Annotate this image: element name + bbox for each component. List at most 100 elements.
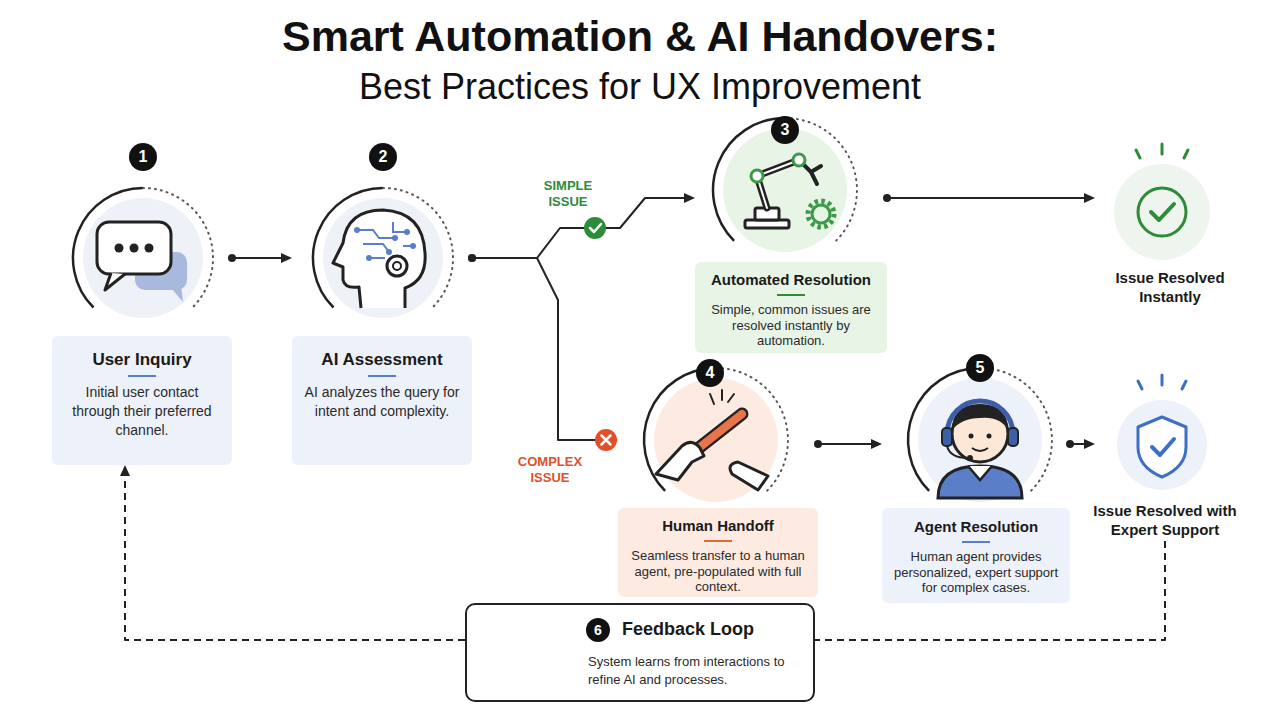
step-heading: Human Handoff	[662, 517, 774, 535]
feedback-box: Feedback LoopSystem learns from interact…	[465, 603, 815, 702]
illustration-part	[386, 249, 392, 255]
result-text-wrap: Issue Resolved Instantly	[1095, 268, 1245, 306]
connector	[883, 193, 1095, 203]
callout-number: 5	[966, 354, 994, 382]
illustration-part	[757, 160, 799, 208]
step-node: AI AssessmentAI analyzes the query for i…	[292, 180, 472, 465]
callout-number: 1	[129, 143, 157, 171]
step-heading: AI Assessment	[321, 350, 442, 370]
illustration-part	[410, 243, 416, 249]
illustration-part	[808, 201, 834, 227]
illustration-part	[972, 448, 988, 451]
connector	[228, 253, 292, 263]
edge-label: SIMPLE ISSUE	[536, 178, 600, 210]
arrow-head	[1084, 193, 1095, 203]
arrow-head	[120, 465, 130, 476]
arrow-head	[281, 253, 292, 263]
illustration-part	[83, 198, 203, 318]
connector-dot	[468, 254, 476, 262]
cross-badge	[595, 429, 617, 451]
icon-ring	[313, 188, 453, 318]
text-panel: Automated ResolutionSimple, common issue…	[695, 262, 887, 353]
illustration-part	[97, 222, 171, 274]
illustration-part	[987, 434, 992, 439]
illustration-part	[656, 442, 704, 480]
icon-ring	[73, 188, 213, 318]
illustration-part	[393, 262, 401, 270]
illustration-part	[710, 390, 734, 404]
connector-line	[125, 474, 465, 640]
connector-dot	[814, 440, 822, 448]
step-node: Agent ResolutionHuman agent provides per…	[882, 355, 1070, 603]
callout-number: 4	[696, 359, 724, 387]
callout-number: 3	[771, 116, 799, 144]
illustration-part	[392, 235, 398, 241]
callout-number: 6	[586, 618, 610, 642]
illustration-part	[1114, 164, 1210, 260]
check-icon	[1114, 144, 1210, 260]
illustration-part	[793, 154, 805, 166]
step-description: Human agent provides personalized, exper…	[892, 549, 1060, 596]
connector-line	[472, 258, 609, 440]
illustration-part	[130, 244, 139, 253]
underline-bar	[704, 540, 732, 542]
illustration-part	[387, 256, 407, 276]
step-node: Human HandoffSeamless transfer to a huma…	[618, 360, 818, 597]
text-panel: Human HandoffSeamless transfer to a huma…	[618, 508, 818, 597]
illustration-part	[171, 286, 183, 302]
underline-bar	[368, 375, 396, 377]
underline-bar	[128, 375, 156, 377]
illustration-part	[730, 462, 768, 490]
connector	[814, 439, 882, 449]
result-text-wrap: Issue Resolved with Expert Support	[1080, 501, 1250, 539]
illustration-part	[366, 255, 372, 261]
connector-line	[818, 443, 873, 445]
illustration-part	[404, 229, 410, 235]
illustration-part	[918, 378, 1042, 502]
result-label: Issue Resolved Instantly	[1095, 268, 1245, 306]
connector	[468, 254, 618, 445]
illustration-part	[1136, 144, 1188, 158]
illustration-part	[590, 224, 601, 232]
illustration-part	[1008, 428, 1018, 446]
illustration-part	[1151, 204, 1174, 220]
connector-dot	[228, 254, 236, 262]
arrow-head	[1084, 439, 1095, 449]
illustration-part	[1117, 400, 1207, 490]
illustration-part	[145, 244, 154, 253]
illustration-part	[357, 222, 413, 258]
illustration-part	[1152, 439, 1174, 455]
shield-icon	[1117, 375, 1207, 490]
step-description: Simple, common issues are resolved insta…	[705, 302, 877, 349]
step-node: User InquiryInitial user contact through…	[52, 180, 232, 465]
illustration-part	[942, 428, 952, 446]
illustration-part	[333, 210, 425, 308]
connector-line	[887, 197, 1086, 199]
step-heading: Automated Resolution	[711, 271, 871, 289]
illustration-part	[602, 436, 611, 445]
text-panel: User InquiryInitial user contact through…	[52, 336, 232, 465]
connector-dot	[468, 254, 476, 262]
connector	[120, 465, 465, 640]
underline-bar	[777, 294, 805, 296]
illustration-part	[105, 273, 125, 290]
illustration-part	[1138, 375, 1186, 389]
robot-arm-icon	[745, 154, 834, 228]
text-panel: AI AssessmentAI analyzes the query for i…	[292, 336, 472, 465]
title-text: Smart Automation & AI Handovers:	[0, 12, 1280, 61]
illustration-part	[654, 378, 778, 502]
connector	[1066, 439, 1095, 449]
ai-head-icon	[333, 210, 425, 308]
check-badge	[584, 217, 606, 239]
connector-line	[232, 257, 283, 259]
step-heading: Agent Resolution	[914, 518, 1038, 536]
illustration-part	[812, 205, 830, 223]
box-heading: Feedback Loop	[622, 619, 754, 640]
illustration-part	[968, 466, 992, 480]
illustration-part	[757, 160, 799, 208]
icon-ring	[644, 368, 788, 502]
illustration-part	[115, 244, 124, 253]
illustration-part	[354, 227, 360, 233]
edge-label: COMPLEX ISSUE	[505, 454, 595, 486]
